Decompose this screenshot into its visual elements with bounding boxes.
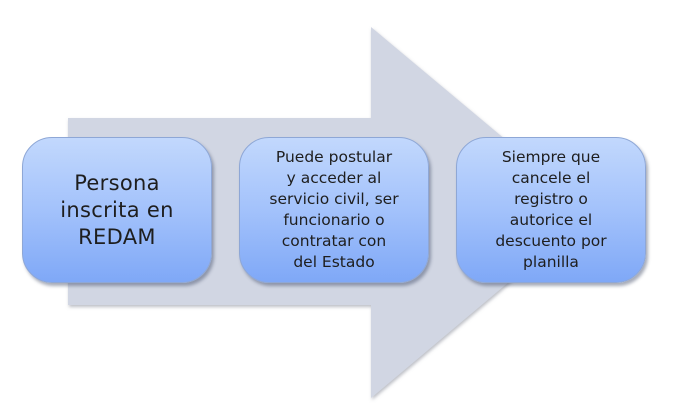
step-1-label: Persona inscrita en REDAM [60, 170, 174, 249]
step-3-label: Siempre que cancele el registro o autori… [495, 148, 607, 271]
step-3-box: Siempre que cancele el registro o autori… [456, 137, 646, 283]
step-1-box: Persona inscrita en REDAM [22, 137, 212, 283]
step-2-box: Puede postular y acceder al servicio civ… [239, 137, 429, 283]
step-2-label: Puede postular y acceder al servicio civ… [269, 148, 399, 271]
